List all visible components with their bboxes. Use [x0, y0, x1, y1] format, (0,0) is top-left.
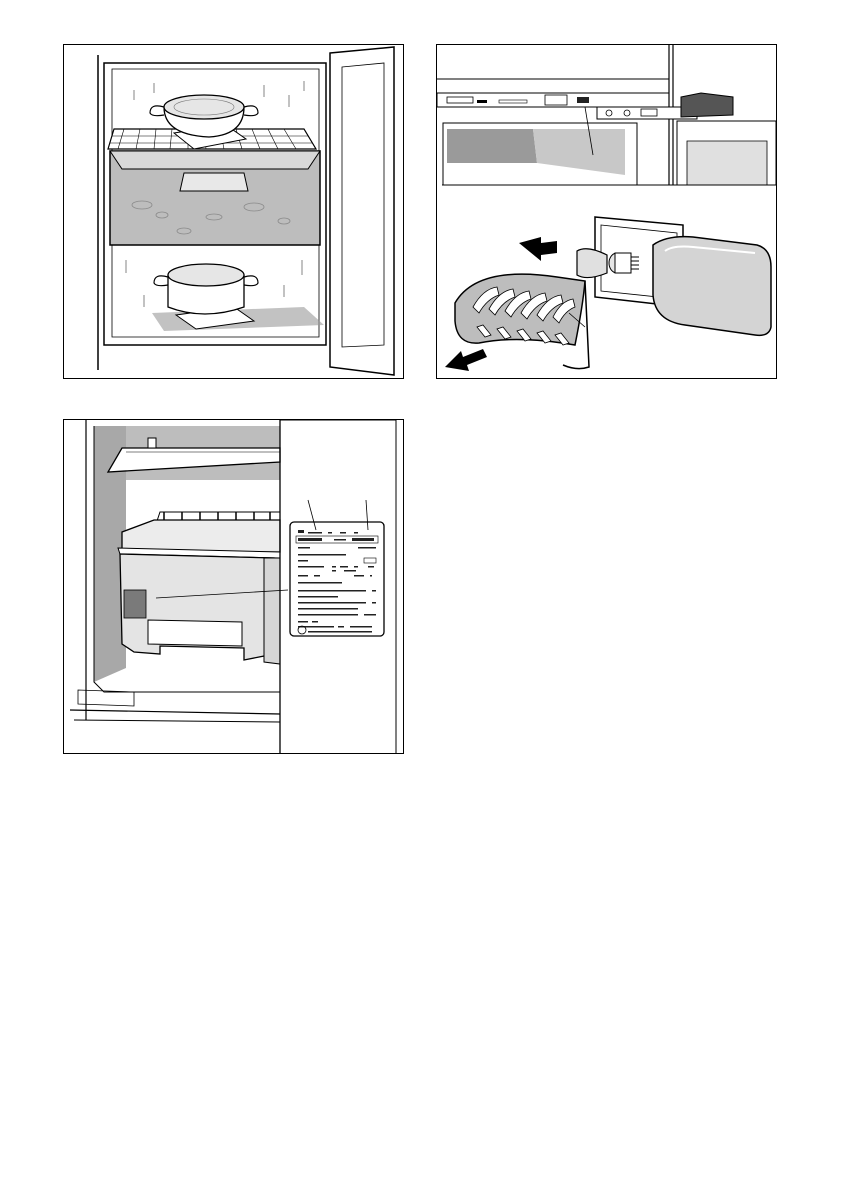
figure-rating-plate [63, 419, 404, 754]
figure-replace-bulb [436, 44, 777, 379]
lower-pot [152, 264, 324, 331]
rating-plate-zoom [280, 420, 396, 753]
figure-defrost-freezer [63, 44, 404, 379]
control-panel-inset [437, 45, 776, 185]
rating-plate-illustration [64, 420, 403, 753]
bulb-illustration [437, 45, 776, 378]
defrost-illustration [64, 45, 403, 378]
vegetable-drawer [118, 512, 288, 664]
freezer-drawer [110, 151, 320, 245]
arrow-left-icon [519, 237, 557, 261]
bulb-and-cover [445, 217, 771, 371]
rating-plate-location [124, 590, 146, 618]
arrow-down-left-icon [445, 349, 487, 371]
